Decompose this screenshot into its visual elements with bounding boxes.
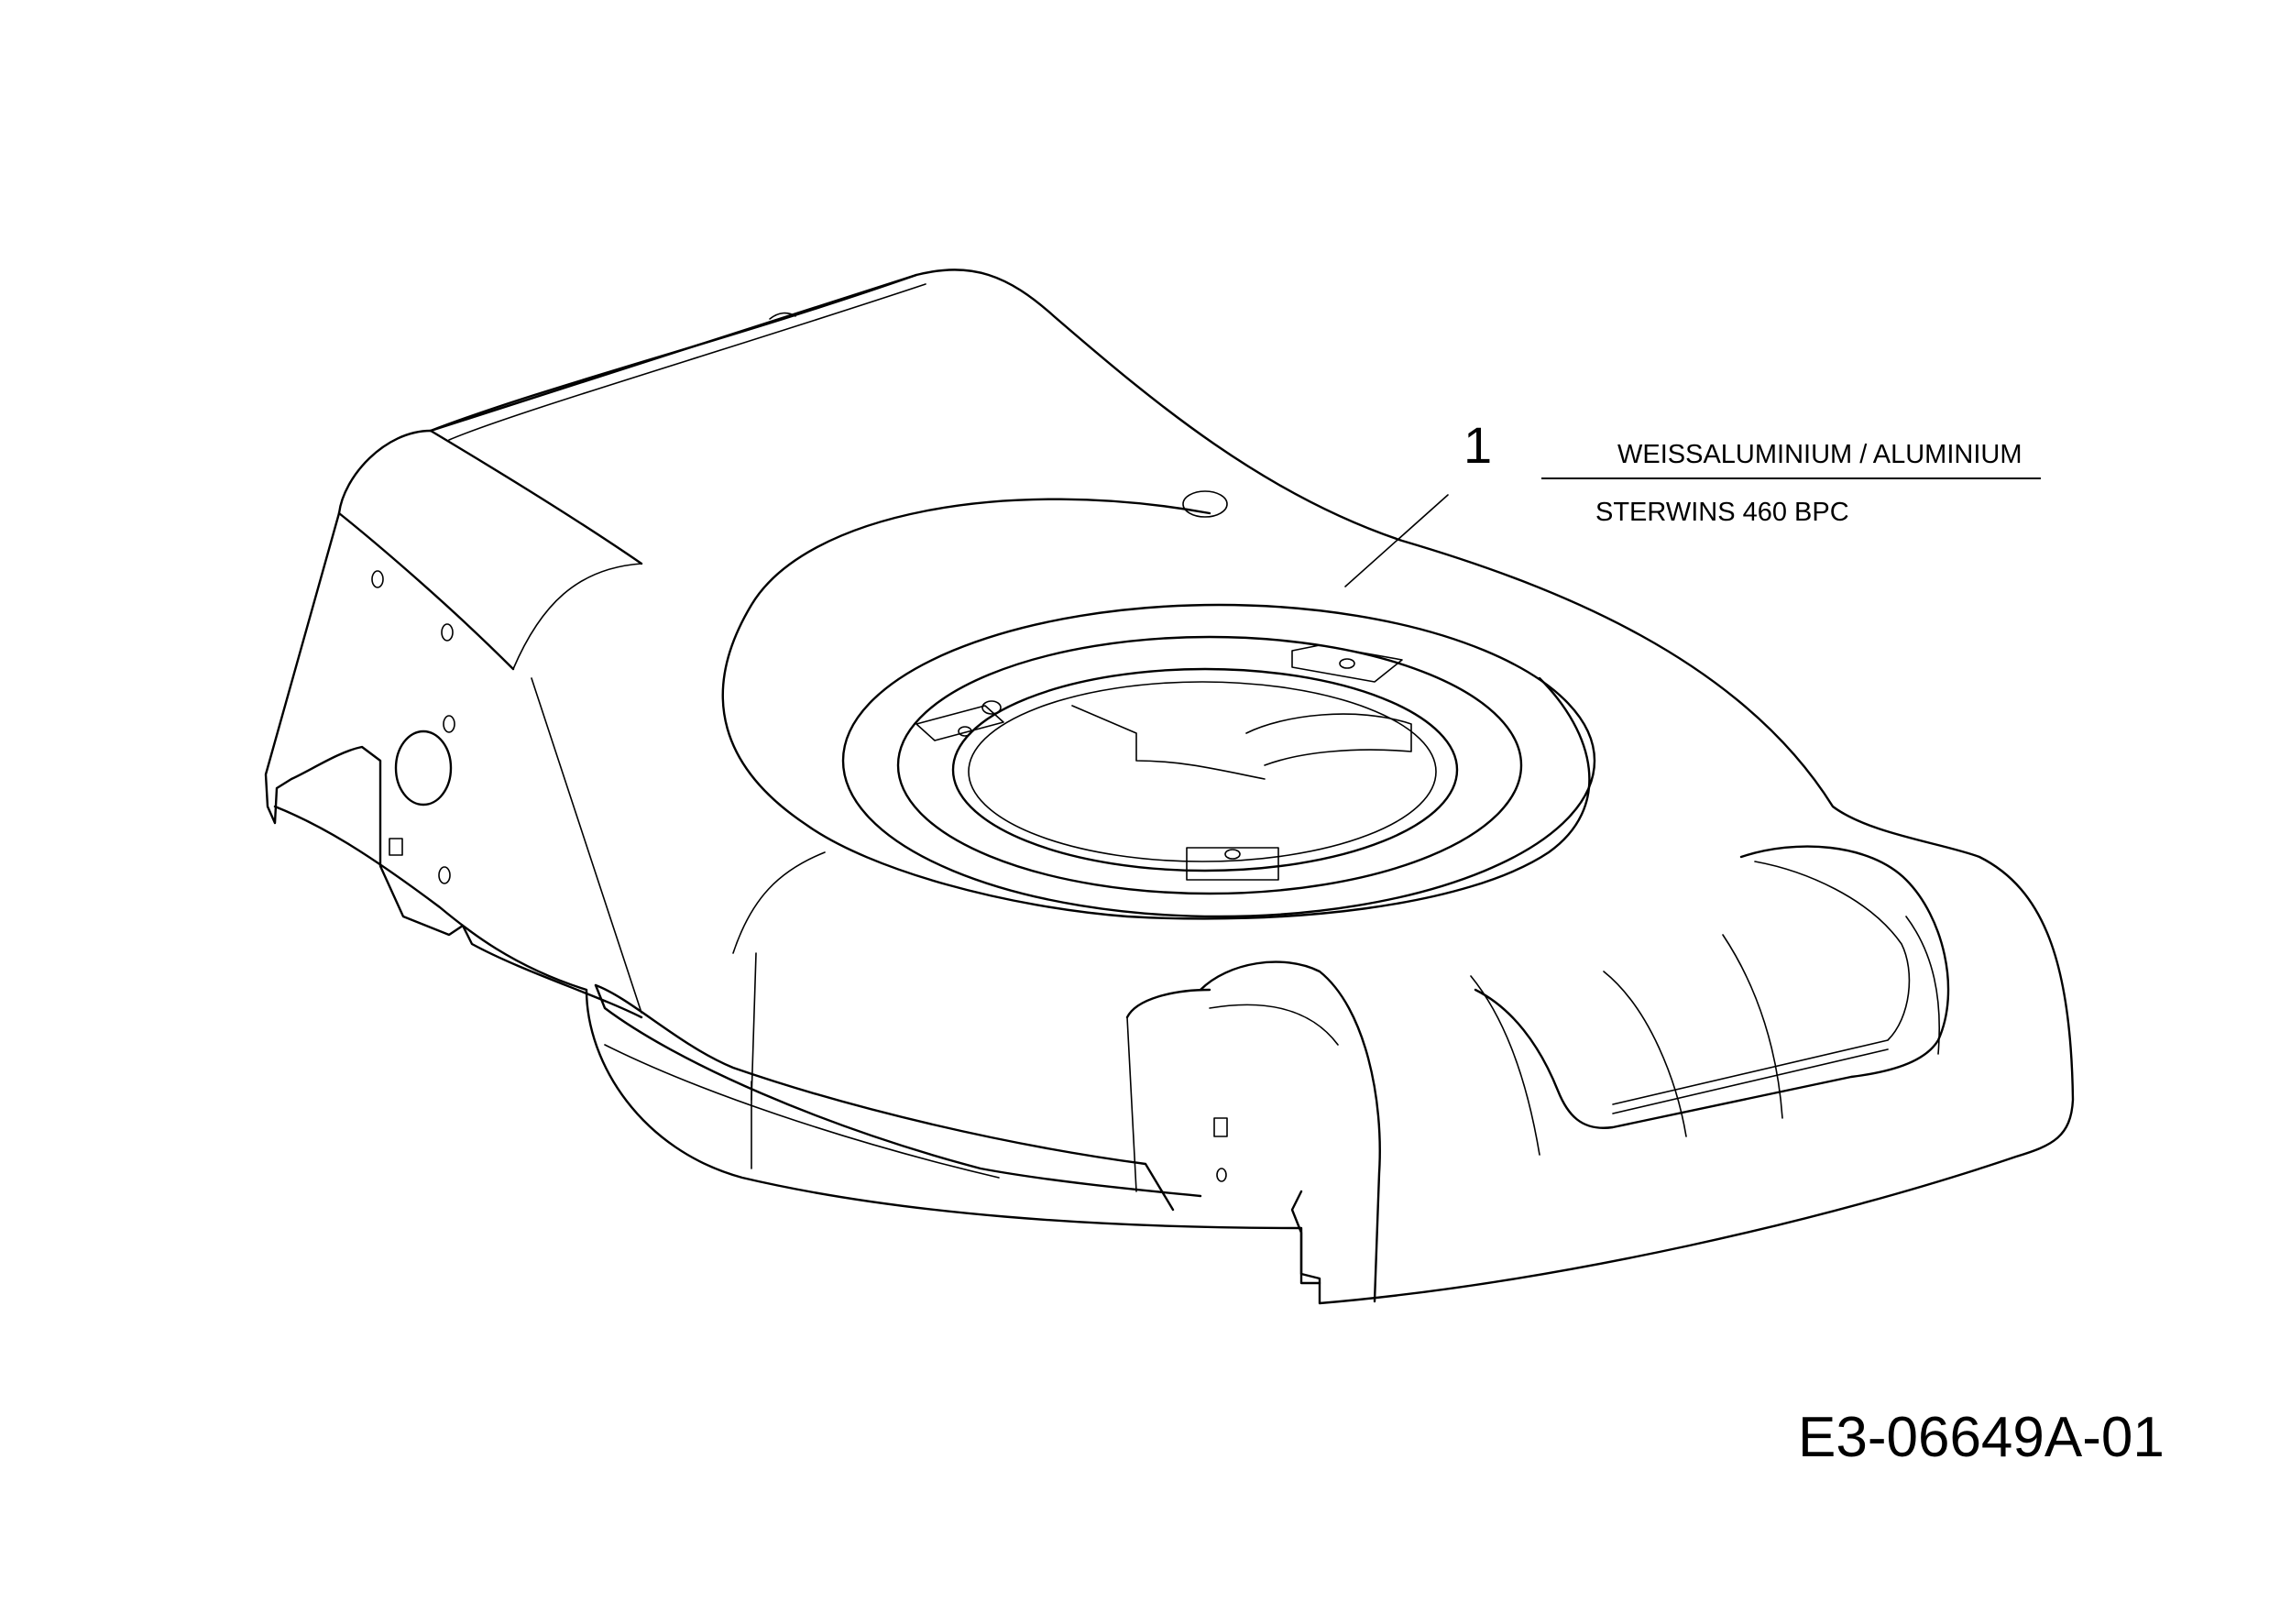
engine-mount-ring [841,603,1596,918]
material-label: WEISSALUMINIUM / ALUMINIUM [1617,440,2022,469]
drawing-number: E3-06649A-01 [1798,1406,2165,1469]
deck-outline [273,269,2075,1305]
side-rail [594,851,1202,1212]
front-skirt [1125,845,1950,1303]
callout-number: 1 [1463,416,1493,474]
deck-dome [721,490,1591,920]
label-divider [1541,477,2041,479]
callout-leader-line [1344,494,1449,587]
rear-flange [264,429,643,1019]
model-label: STERWINS 460 BPC [1595,498,1849,527]
